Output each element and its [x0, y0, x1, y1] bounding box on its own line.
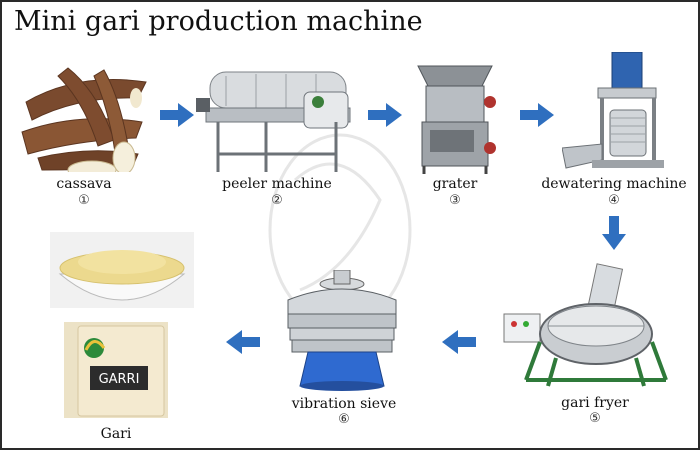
step-number-2: ②	[271, 193, 283, 208]
gari-fryer-image	[503, 263, 668, 387]
step-number-1: ①	[78, 193, 90, 208]
step-label-cassava: cassava	[56, 176, 112, 192]
step-number-6: ⑥	[338, 412, 350, 427]
step-label-gari-fryer: gari fryer	[561, 395, 629, 411]
step-label-gari: Gari	[100, 426, 132, 442]
vibration-sieve-image	[287, 270, 397, 391]
gari-bag-text: GARRI	[99, 372, 140, 387]
arrow-right-icon	[368, 103, 402, 127]
arrow-left-icon	[442, 330, 476, 354]
arrow-left-icon	[226, 330, 260, 354]
step-label-peeler-machine: peeler machine	[222, 176, 332, 192]
step-label-dewatering-machine: dewatering machine	[541, 176, 687, 192]
grater-machine-image	[417, 65, 496, 174]
gari-bowl-image	[50, 232, 194, 308]
step-label-grater: grater	[432, 176, 478, 192]
peeler-machine-image	[196, 71, 351, 172]
diagram-title: Mini gari production machine	[14, 6, 423, 37]
arrow-right-icon	[520, 103, 554, 127]
step-number-5: ⑤	[589, 411, 601, 426]
dewatering-machine-image	[562, 52, 664, 169]
arrow-right-icon	[160, 103, 194, 127]
step-label-vibration-sieve: vibration sieve	[291, 396, 397, 412]
cassava-roots-image	[21, 67, 147, 172]
step-number-4: ④	[608, 193, 620, 208]
arrow-down-icon	[602, 216, 626, 250]
step-number-3: ③	[449, 193, 461, 208]
gari-product-image: GARRI	[64, 322, 168, 418]
